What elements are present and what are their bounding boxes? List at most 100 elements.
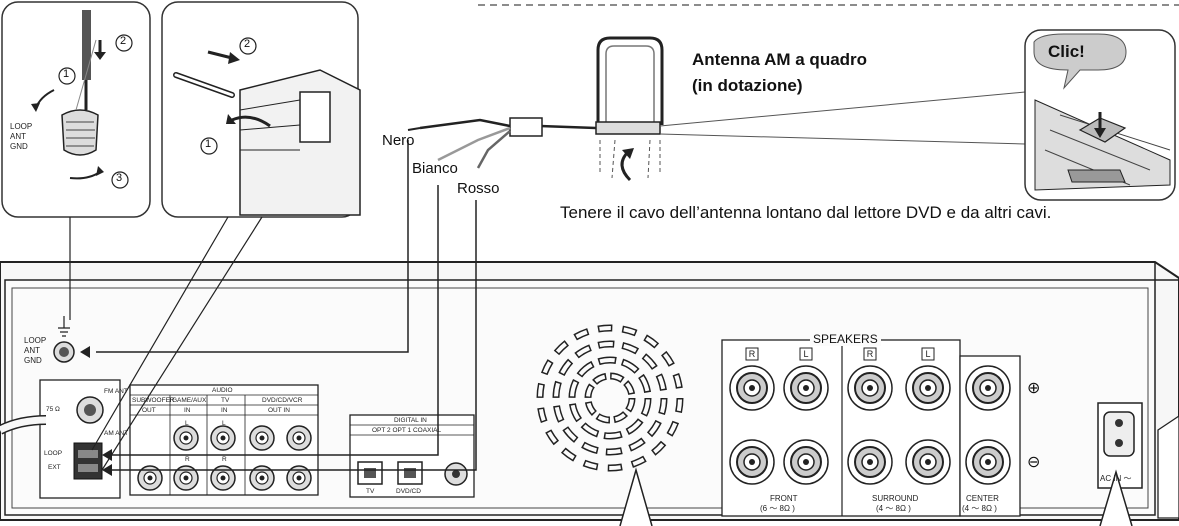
rca-jack (210, 465, 236, 491)
rca-jack (173, 465, 199, 491)
subwoofer-label: SUBWOOFER (132, 397, 175, 404)
ext-label: EXT (48, 464, 61, 471)
inset-label-gnd: GND (10, 142, 28, 151)
audio-l-label-2: L (222, 420, 226, 427)
vent-ring-inner (570, 358, 650, 438)
click-label: Clic! (1048, 42, 1085, 61)
antenna-zoom-line-2 (659, 133, 1026, 145)
rca-jacks-group (137, 425, 312, 491)
game-aux-in-label: IN (184, 407, 191, 414)
terminal-screw-illustration (31, 10, 133, 189)
wire-runs (80, 140, 477, 476)
pointer-right (1099, 469, 1133, 526)
minus-label: ⊖ (1027, 454, 1041, 471)
vent-ring-inner (538, 326, 682, 470)
speaker-binding-post (729, 365, 775, 411)
rca-jack (249, 465, 275, 491)
tv-in-label: IN (221, 407, 228, 414)
channel-tag: L (921, 347, 935, 361)
audio-r-label: R (185, 456, 190, 463)
svg-text:L: L (925, 349, 930, 359)
speaker-binding-post (729, 439, 775, 485)
wire-label-white: Bianco (412, 160, 458, 177)
fan-vent (536, 324, 684, 472)
channel-tag: R (745, 347, 759, 361)
push-terminal-illustration (173, 37, 361, 216)
out-in-label: OUT IN (268, 407, 290, 414)
panel-label-gnd: GND (24, 356, 42, 365)
pointer-left (619, 467, 653, 526)
am-loop-antenna (595, 36, 664, 182)
rca-jack (286, 465, 312, 491)
svg-text:R: R (867, 349, 874, 359)
loop-ant-gnd-terminal (53, 316, 75, 363)
am-ant-label: AM ANT (104, 430, 129, 437)
loop-label: LOOP (44, 450, 63, 457)
panel-label-loop: LOOP (24, 336, 47, 345)
wire-label-red: Rosso (457, 180, 500, 197)
svg-text:L: L (803, 349, 808, 359)
step-1-terminal: 1 (63, 68, 70, 80)
center-label: CENTER (966, 494, 999, 503)
front-ohm-label: (6 ～ 8Ω ) (760, 504, 795, 513)
inset-label-ant: ANT (10, 132, 26, 141)
game-aux-label: GAME/AUX (172, 397, 207, 404)
dvd-player-label: DVD/CD/VCR (262, 397, 303, 404)
center-ohm-label: (4 ～ 8Ω ) (962, 504, 997, 513)
digital-tv-label: TV (366, 488, 375, 495)
antenna-zoom-line-1 (659, 91, 1026, 127)
ac-in-label: AC IN ～ (1100, 474, 1132, 483)
step-2-push: 2 (244, 38, 251, 50)
surround-label: SURROUND (872, 494, 919, 503)
speaker-binding-post (783, 439, 829, 485)
fm-am-terminal-block (0, 379, 121, 499)
step-1-push: 1 (205, 138, 212, 150)
speaker-binding-post (965, 439, 1011, 485)
callout-wedge-push (91, 216, 263, 471)
digital-in-block (349, 414, 475, 498)
tv-audio-label: TV (221, 397, 230, 404)
fm-ant-label: FM ANT (104, 388, 128, 395)
digital-in-label: DIGITAL IN (394, 417, 427, 424)
rca-jack (210, 425, 236, 451)
antenna-title-line2: (in dotazione) (692, 76, 803, 95)
plus-label: ⊕ (1027, 380, 1041, 397)
rca-jack (249, 425, 275, 451)
rca-jack (137, 465, 163, 491)
antenna-title-line1: Antenna AM a quadro (692, 50, 868, 69)
subwoofer-out-label: OUT (142, 407, 156, 414)
speaker-binding-post (905, 439, 951, 485)
step-2-terminal: 2 (120, 35, 127, 47)
wire-label-black: Nero (382, 132, 415, 149)
panel-label-ant: ANT (24, 346, 40, 355)
speaker-binding-post (965, 365, 1011, 411)
surround-ohm-label: (4 ～ 8Ω ) (876, 504, 911, 513)
speaker-binding-post (847, 439, 893, 485)
vent-ring-inner (554, 342, 666, 454)
inset-label-loop: LOOP (10, 122, 33, 131)
antenna-cable-note: Tenere il cavo dell’antenna lontano dal … (560, 203, 1052, 222)
click-mount-illustration (1033, 33, 1171, 191)
channel-tag: L (799, 347, 813, 361)
channel-tag: R (863, 347, 877, 361)
audio-label: AUDIO (212, 387, 233, 394)
antenna-cable (407, 117, 597, 169)
speaker-binding-post (847, 365, 893, 411)
speaker-binding-post (905, 365, 951, 411)
step-3-terminal: 3 (116, 172, 123, 184)
digital-dvd-label: DVD/CD (396, 488, 421, 495)
speaker-binding-post (783, 365, 829, 411)
rca-jack (173, 425, 199, 451)
ohm75-label: 75 Ω (46, 406, 60, 413)
rca-jack (286, 425, 312, 451)
front-label: FRONT (770, 494, 798, 503)
audio-l-label: L (185, 420, 189, 427)
vent-ring (584, 372, 636, 424)
optical-label: OPT 2 OPT 1 COAXIAL (372, 427, 442, 434)
audio-r-label-2: R (222, 456, 227, 463)
svg-text:R: R (749, 349, 756, 359)
speakers-label: SPEAKERS (810, 332, 881, 346)
ac-inlet (1097, 402, 1179, 519)
